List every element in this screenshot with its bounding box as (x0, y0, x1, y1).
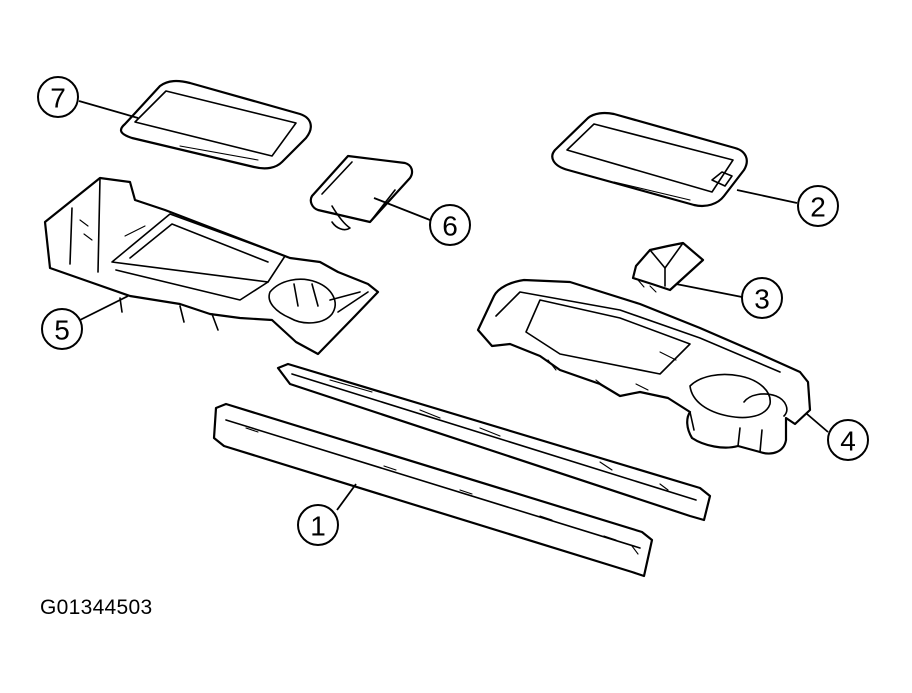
part-6-trim-cover (309, 154, 414, 231)
callout-3: 3 (741, 277, 783, 319)
callout-4: 4 (827, 419, 869, 461)
callout-2: 2 (797, 185, 839, 227)
callout-6: 6 (429, 204, 471, 246)
trim-strip-upper (276, 362, 712, 522)
callout-5: 5 (41, 308, 83, 350)
callout-5-label: 5 (54, 315, 70, 346)
callout-7: 7 (37, 76, 79, 118)
callout-2-label: 2 (810, 192, 826, 223)
part-7-lid-pad (119, 79, 312, 170)
part-3-bracket (631, 241, 705, 293)
figure-code: G01344503 (40, 596, 153, 619)
callout-6-label: 6 (442, 211, 458, 242)
callout-7-label: 7 (50, 83, 66, 114)
callout-1: 1 (297, 504, 339, 546)
callout-4-label: 4 (840, 426, 856, 457)
callout-1-label: 1 (310, 511, 326, 542)
leader-lines (78, 100, 829, 511)
part-2-armrest-lid (551, 111, 748, 208)
callout-3-label: 3 (754, 284, 770, 315)
part-1-trim-strip (212, 402, 654, 578)
part-5-console-base (43, 176, 380, 356)
part-4-front-console (476, 278, 812, 455)
